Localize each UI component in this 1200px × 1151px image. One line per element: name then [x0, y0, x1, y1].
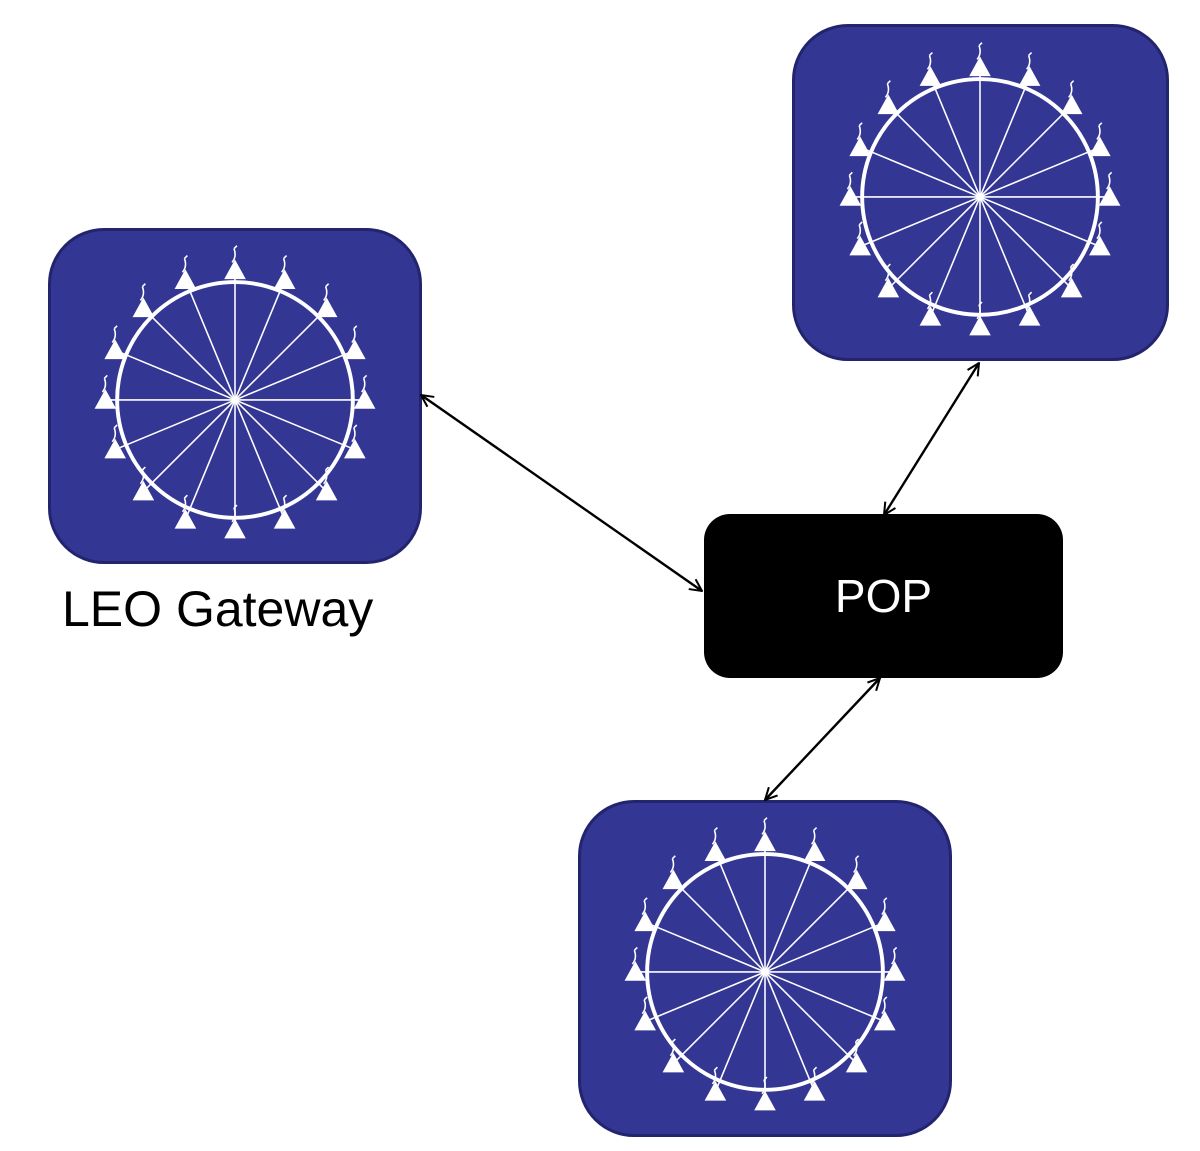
antenna-spoke	[234, 349, 356, 401]
dish-antenna-icon	[877, 80, 900, 115]
antenna-spoke	[142, 307, 236, 401]
antenna-spoke	[644, 921, 766, 973]
dish-antenna-icon	[874, 897, 896, 932]
antenna-spoke	[764, 971, 816, 1093]
dish-antenna-icon	[273, 494, 296, 529]
dish-antenna-icon	[754, 817, 776, 852]
dish-antenna-icon	[883, 946, 906, 981]
antenna-spoke	[979, 76, 1031, 198]
dish-antenna-icon	[174, 254, 197, 289]
dish-antenna-icon	[803, 826, 826, 861]
dish-antenna-icon	[919, 51, 942, 86]
dish-antenna-icon	[839, 171, 862, 206]
antenna-spoke	[142, 399, 236, 493]
dish-antenna-icon	[845, 855, 868, 890]
antenna-spoke	[887, 196, 981, 290]
dish-antenna-icon	[1098, 171, 1121, 206]
dish-antenna-icon	[877, 263, 900, 298]
dish-antenna-icon	[662, 855, 685, 890]
dish-antenna-icon	[624, 946, 647, 981]
dish-antenna-icon	[874, 996, 896, 1031]
gateway-node-bottom	[578, 800, 952, 1137]
antenna-spoke	[764, 879, 858, 973]
antenna-spoke	[979, 196, 1101, 248]
dish-antenna-icon	[845, 1038, 868, 1073]
dish-antenna-icon	[662, 1038, 685, 1073]
antenna-spoke	[764, 971, 858, 1065]
antenna-spoke	[234, 307, 328, 401]
antenna-spoke	[714, 851, 766, 973]
pop-label: POP	[834, 570, 933, 622]
antenna-spoke	[887, 104, 981, 198]
dish-antenna-icon	[273, 254, 296, 289]
dish-antenna-icon	[104, 424, 126, 459]
antenna-spoke	[764, 921, 886, 973]
antenna-spoke	[979, 146, 1101, 198]
satellite-ring-icon	[624, 817, 906, 1111]
antenna-spoke	[929, 196, 981, 318]
satellite-ring-icon	[839, 42, 1121, 336]
antenna-spoke	[234, 279, 286, 401]
antenna-spoke	[234, 399, 328, 493]
dish-antenna-icon	[969, 301, 991, 336]
antenna-spoke	[114, 399, 236, 451]
antenna-spoke	[859, 196, 981, 248]
dish-antenna-icon	[132, 466, 155, 501]
dish-antenna-icon	[104, 325, 126, 360]
dish-antenna-icon	[224, 504, 246, 539]
dish-antenna-icon	[704, 1066, 727, 1101]
dish-antenna-icon	[224, 245, 246, 280]
antenna-spoke	[859, 146, 981, 198]
antenna-spoke	[672, 879, 766, 973]
antenna-spoke	[184, 279, 236, 401]
antenna-spoke	[979, 196, 1031, 318]
antenna-spoke	[714, 971, 766, 1093]
antenna-spoke	[184, 399, 236, 521]
antenna-spoke	[672, 971, 766, 1065]
antenna-spoke	[764, 971, 886, 1023]
antenna-spoke	[764, 851, 816, 973]
dish-antenna-icon	[1089, 122, 1111, 157]
dish-antenna-icon	[634, 897, 656, 932]
dish-antenna-icon	[344, 424, 366, 459]
leo-gateway-caption: LEO Gateway	[62, 581, 374, 637]
dish-antenna-icon	[315, 466, 338, 501]
leo-gateway-node-left	[48, 228, 422, 564]
dish-antenna-icon	[353, 374, 376, 409]
dish-antenna-icon	[132, 283, 155, 318]
antenna-spoke	[114, 349, 236, 401]
connector-left-gateway-to-pop	[421, 395, 702, 591]
dish-antenna-icon	[803, 1066, 826, 1101]
antenna-spoke	[979, 196, 1073, 290]
dish-antenna-icon	[174, 494, 197, 529]
dish-antenna-icon	[849, 122, 871, 157]
antenna-spoke	[929, 76, 981, 198]
dish-antenna-icon	[969, 42, 991, 77]
antenna-spoke	[234, 399, 286, 521]
antenna-spoke	[234, 399, 356, 451]
satellite-ring-icon	[94, 245, 376, 539]
dish-antenna-icon	[344, 325, 366, 360]
dish-antenna-icon	[94, 374, 117, 409]
antenna-spoke	[644, 971, 766, 1023]
antenna-spoke	[979, 104, 1073, 198]
dish-antenna-icon	[704, 826, 727, 861]
dish-antenna-icon	[1089, 221, 1111, 256]
dish-antenna-icon	[919, 291, 942, 326]
pop-node: POP	[704, 514, 1063, 678]
dish-antenna-icon	[1018, 51, 1041, 86]
dish-antenna-icon	[1018, 291, 1041, 326]
dish-antenna-icon	[1060, 80, 1083, 115]
dish-antenna-icon	[1060, 263, 1083, 298]
gateway-node-top-right	[792, 24, 1169, 361]
dish-antenna-icon	[754, 1076, 776, 1111]
dish-antenna-icon	[315, 283, 338, 318]
dish-antenna-icon	[849, 221, 871, 256]
connector-top-gateway-to-pop	[884, 363, 979, 515]
dish-antenna-icon	[634, 996, 656, 1031]
connector-pop-to-bottom-gateway	[765, 678, 880, 800]
